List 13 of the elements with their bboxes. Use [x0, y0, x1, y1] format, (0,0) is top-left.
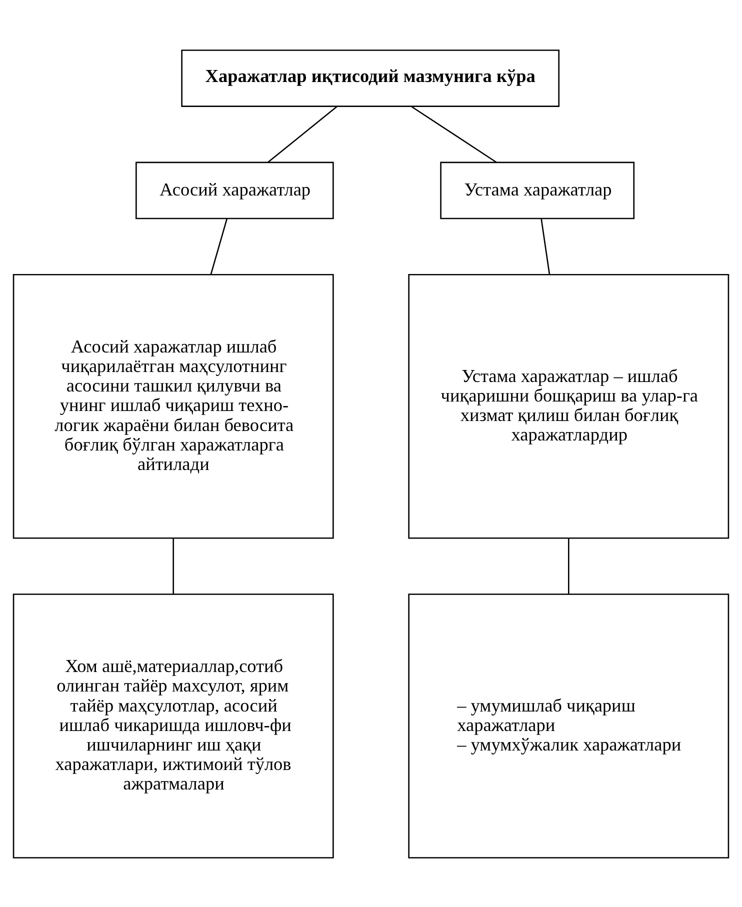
connector	[540, 218, 550, 274]
node-box: Хом ашё,материаллар,сотиб олинган тайёр махсулот, ярим тайёр маҳсулотлар, асосий ишлаб чикаришда ишловч-фи ишчиларнинг иш ҳақи харажатлари, ижтимоий тўлов ажратмалари	[12, 593, 334, 858]
node-box: Устама харажатлар	[440, 161, 635, 219]
node-box: Асосий харажатлар	[136, 161, 334, 219]
node-box: – умумишлаб чиқариш харажатлари – умумхўжалик харажатлари	[408, 593, 730, 858]
connector	[172, 538, 174, 594]
connector	[268, 105, 338, 162]
node-box: Асосий харажатлар ишлаб чиқарилаётган маҳсулотнинг асосини ташкил қилувчи ва унинг ишлаб чиқариш техно-логик жараёни билан бевосита боғлиқ бўлган харажатларга айтилади	[12, 273, 334, 538]
node-box: Харажатлар иқтисодий мазмунига кўра	[181, 49, 560, 106]
connector	[210, 218, 228, 274]
connector	[410, 105, 497, 162]
node-box: Устама харажатлар – ишлаб чиқаришни бошқариш ва улар-га хизмат қилиш билан боғлиқ харажатлардир	[408, 273, 730, 538]
connector	[568, 538, 570, 594]
